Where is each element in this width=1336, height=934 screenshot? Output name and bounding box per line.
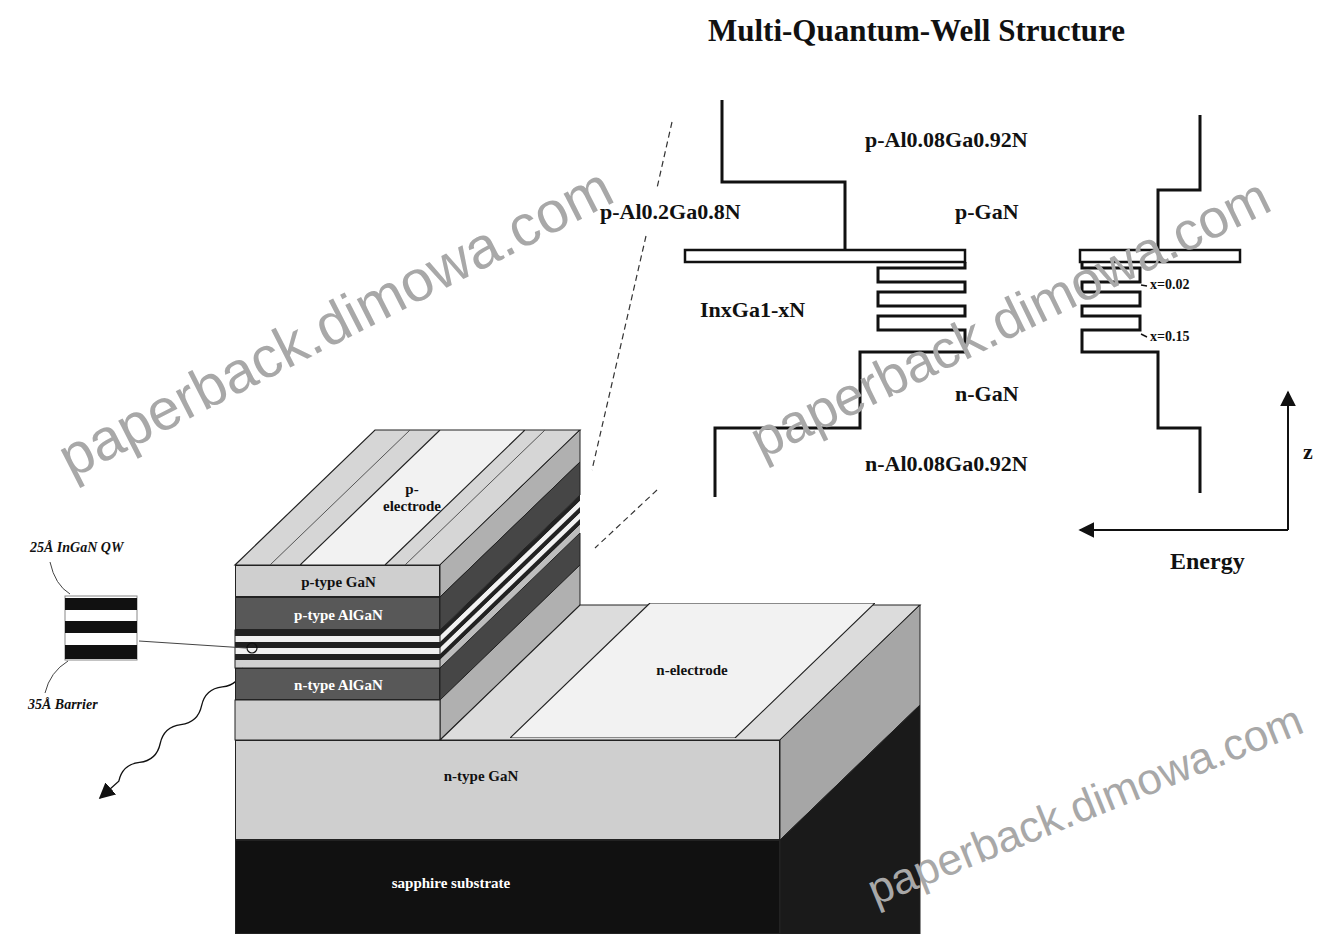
layer-band: n-type GaN [235, 740, 780, 840]
mqw-front-outline [235, 630, 440, 668]
composition-label: x=0.02 [1150, 277, 1189, 292]
callout-label: 25Å InGaN QW [30, 540, 123, 555]
zoom-leader-line [595, 490, 657, 548]
energy-axis-arrow [1080, 529, 1288, 531]
zoom-leader-line [592, 236, 646, 470]
leader-line [45, 661, 68, 693]
emitted-light-wave [100, 668, 243, 798]
layer-name: p-type AlGaN [294, 606, 383, 623]
qw-icon-bar [65, 645, 137, 659]
qw-icon-bar [65, 621, 137, 633]
conduction-band-edge [722, 100, 845, 250]
qw-icon-bar [65, 598, 137, 610]
barrier-front-stripe [235, 648, 440, 654]
diagram-title: Multi-Quantum-Well Structure [708, 14, 1125, 48]
qw-icon-frame [65, 596, 137, 660]
layer-name: p-electrode [379, 481, 445, 514]
qw-front-stripe [235, 654, 440, 660]
layer-label: n-GaN [955, 382, 1019, 406]
layer-band: p-type AlGaN [235, 597, 440, 630]
layer-name: n-type AlGaN [294, 677, 383, 694]
layer-label: p-Al0.08Ga0.92N [865, 128, 1028, 152]
layer-name: p-type GaN [301, 574, 376, 591]
callout-label: 35Å Barrier [28, 697, 98, 712]
electrode-pad: n-electrode [510, 603, 875, 738]
layer-band: n-type AlGaN [235, 668, 440, 700]
barrier-front-stripe [235, 636, 440, 642]
qw-front-stripe [235, 630, 440, 636]
barrier-front-stripe [235, 660, 440, 668]
leader-line [139, 641, 246, 648]
layer-name: n-type GaN [444, 768, 519, 785]
axis-label: z [1303, 440, 1313, 464]
n-gan-front-upper [235, 700, 440, 740]
layer-label: InxGa1-xN [700, 298, 805, 322]
layer-label: n-Al0.08Ga0.92N [865, 452, 1028, 476]
zoom-leader-line [657, 122, 672, 188]
qw-front-stripe [235, 642, 440, 648]
leader-line [1141, 334, 1147, 337]
leader-line [50, 562, 70, 594]
electron-blocking-barrier [685, 250, 965, 262]
layer-name: n-electrode [656, 662, 727, 679]
watermark: paperback.dimowa.com [861, 696, 1310, 915]
composition-label: x=0.15 [1150, 329, 1189, 344]
layer-band: p-type GaN [235, 565, 440, 597]
layer-label: p-Al0.2Ga0.8N [600, 200, 741, 224]
axis-label: Energy [1170, 548, 1245, 574]
electrode-shape [510, 603, 875, 738]
layer-label: p-GaN [955, 200, 1019, 224]
z-axis-arrow [1287, 392, 1289, 530]
layer-name: sapphire substrate [392, 875, 511, 892]
electrode-shape [300, 430, 525, 565]
electrode-pad: p-electrode [300, 430, 525, 565]
mqw-marker-circle [247, 643, 257, 653]
substrate-band: sapphire substrate [235, 840, 780, 934]
